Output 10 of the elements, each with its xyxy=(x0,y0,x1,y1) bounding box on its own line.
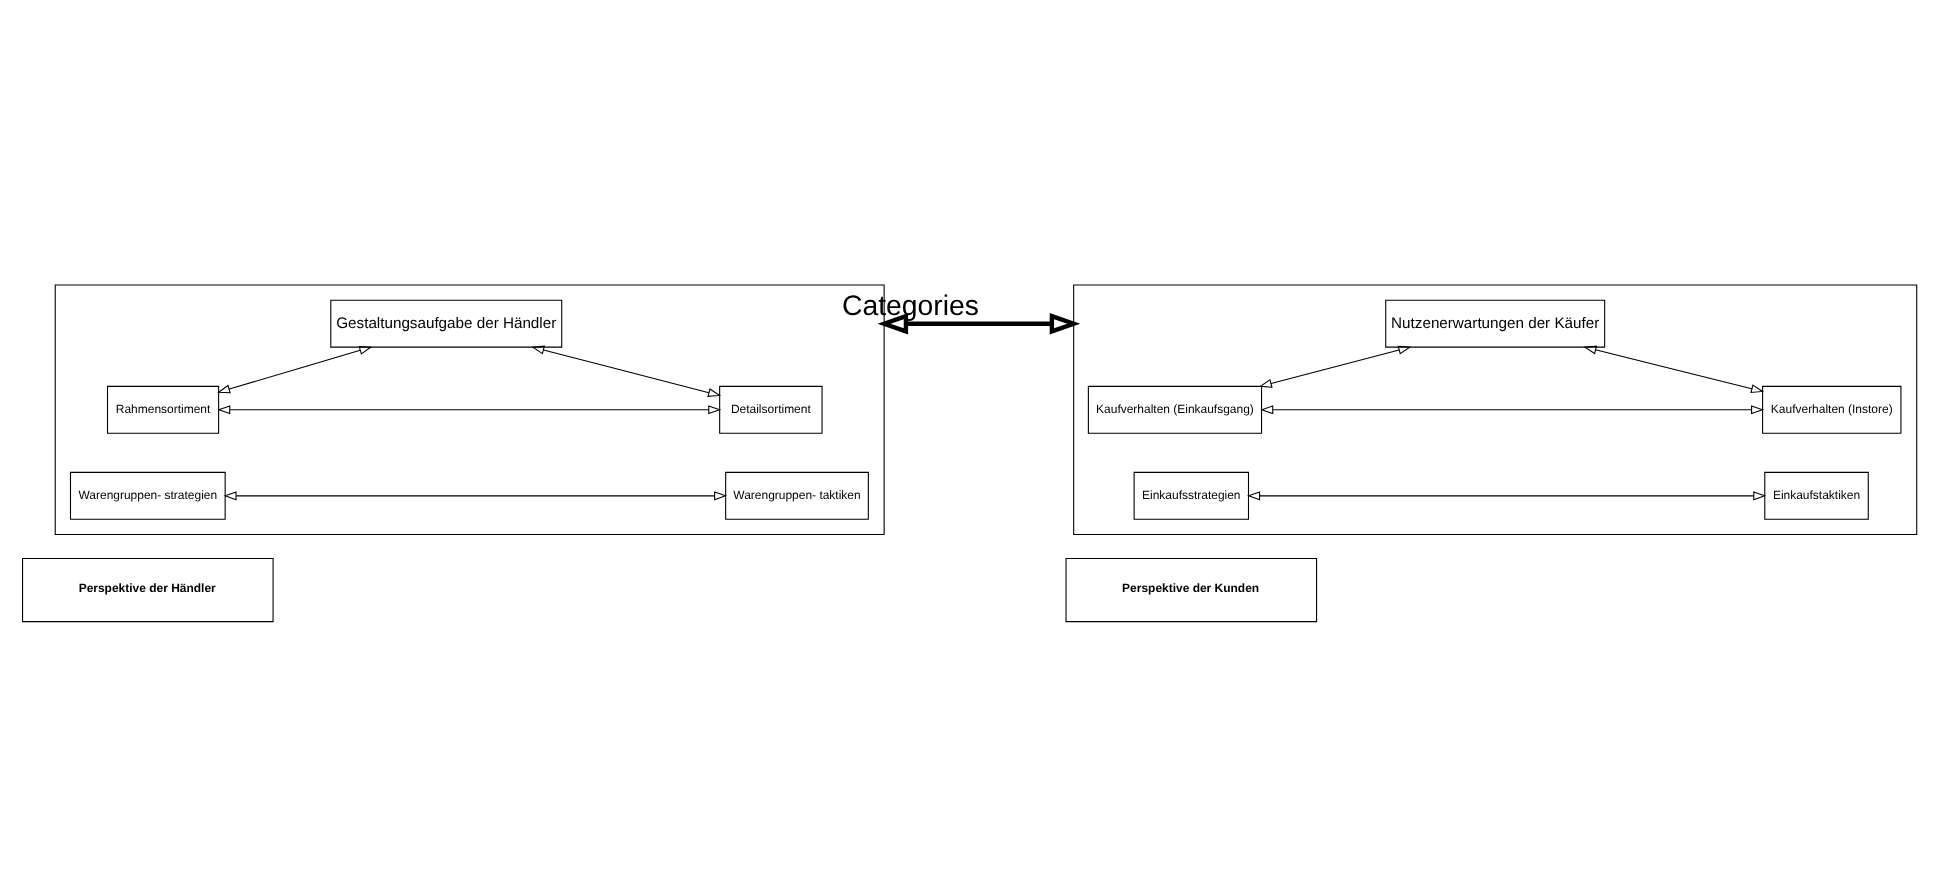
arrow xyxy=(1260,404,1765,414)
arrow xyxy=(217,345,373,393)
arrow xyxy=(877,312,1081,334)
arrow xyxy=(223,490,728,500)
arrow xyxy=(1583,344,1765,393)
arrow xyxy=(531,344,722,396)
arrow xyxy=(1247,490,1767,500)
cluster xyxy=(1073,283,1918,535)
arrow xyxy=(217,404,722,414)
arrow xyxy=(1258,344,1412,387)
